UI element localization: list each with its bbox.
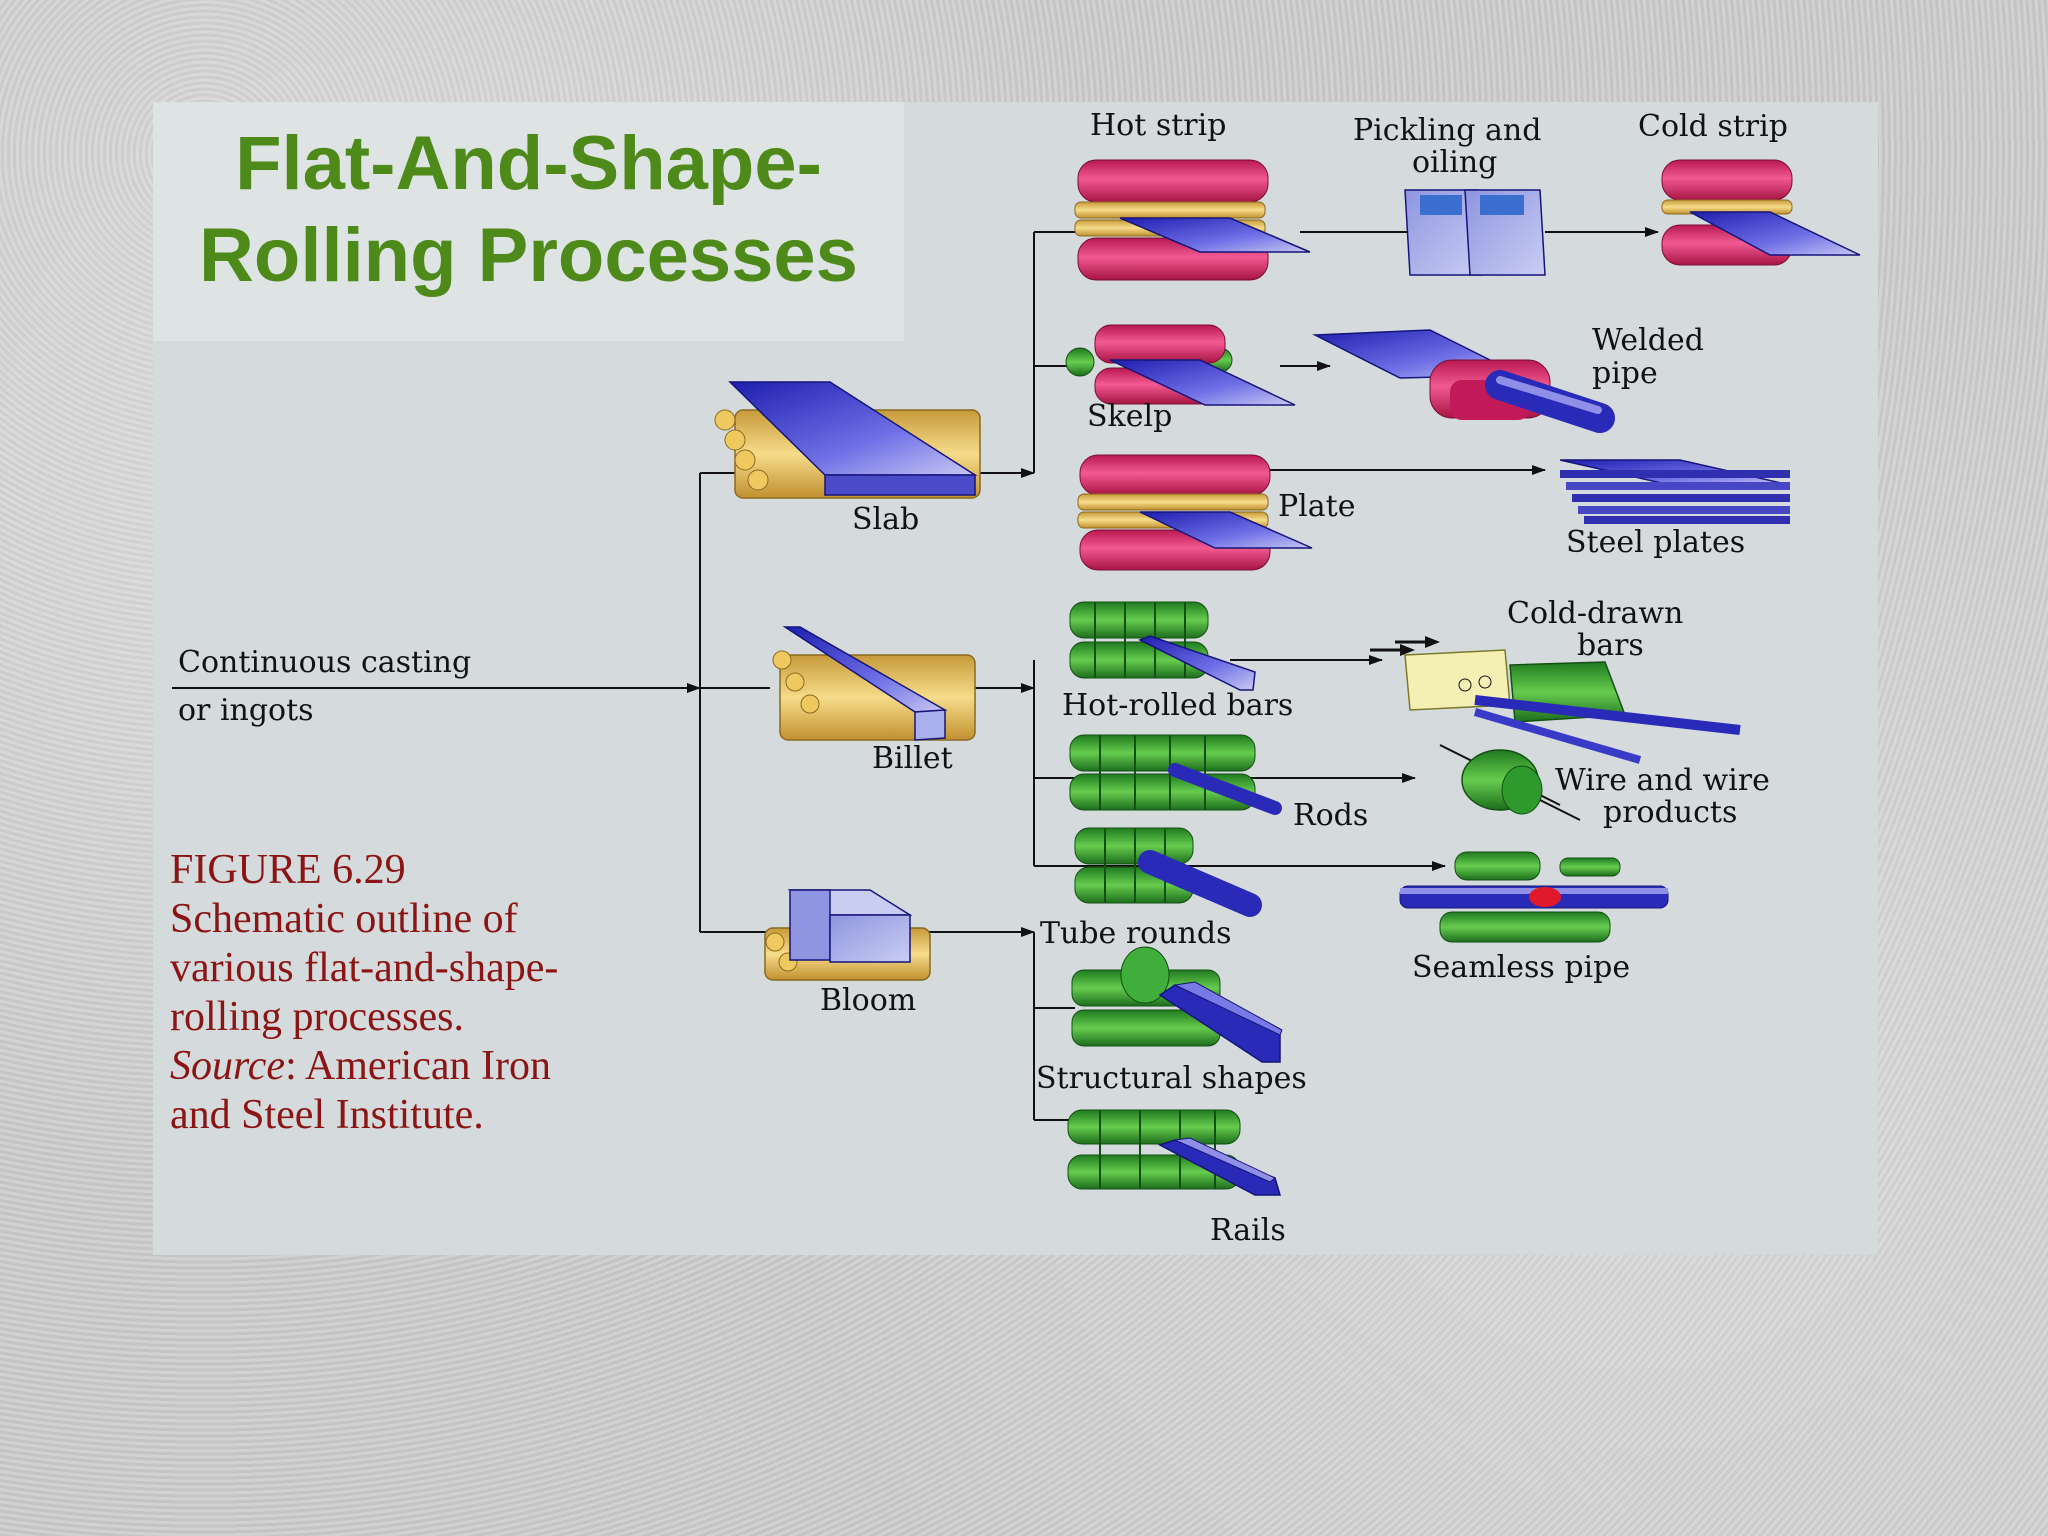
label-cold-strip: Cold strip (1638, 109, 1788, 144)
rails-illustration (1067, 1109, 1282, 1196)
title-line-1: Flat-And-Shape- (235, 121, 822, 206)
bloom-illustration (764, 889, 931, 981)
wire-illustration (1439, 744, 1581, 821)
title-line-2: Rolling Processes (199, 213, 858, 298)
cold-drawn-bars-illustration (1370, 636, 1741, 764)
label-rods: Rods (1293, 798, 1368, 833)
pickling-tanks-illustration (1404, 189, 1546, 276)
plate-mill-illustration (1077, 454, 1313, 571)
label-slab: Slab (852, 502, 919, 537)
skelp-mill-illustration (1065, 324, 1296, 406)
caption-line-5: and Steel Institute. (170, 1092, 484, 1138)
title-box (153, 102, 904, 341)
label-wire-line-2: products (1603, 795, 1737, 830)
caption-source-line: Source: American Iron (170, 1042, 630, 1091)
figure-caption: FIGURE 6.29 Schematic outline of various… (170, 846, 630, 1140)
source-text: : American Iron (285, 1043, 551, 1089)
label-or-ingots: or ingots (178, 693, 314, 728)
label-wire-line-1: Wire and wire (1555, 763, 1770, 798)
label-skelp: Skelp (1087, 399, 1172, 434)
figure-number: FIGURE 6.29 (170, 847, 406, 893)
label-plate: Plate (1278, 489, 1355, 524)
structural-shapes-illustration (1071, 946, 1283, 1063)
label-cold-drawn-line-2: bars (1577, 628, 1644, 663)
source-label: Source (170, 1043, 286, 1089)
caption-line-2: various flat-and-shape- (170, 945, 559, 991)
slab-illustration (714, 381, 981, 499)
label-pickling-line-1: Pickling and (1353, 113, 1541, 148)
rods-illustration (1069, 734, 1282, 815)
steel-plates-illustration (1559, 459, 1791, 524)
label-tube-rounds: Tube rounds (1040, 916, 1231, 951)
welded-pipe-illustration (1312, 329, 1615, 433)
seamless-pipe-illustration (1399, 851, 1669, 943)
caption-line-1: Schematic outline of (170, 896, 518, 942)
label-hot-strip: Hot strip (1090, 108, 1226, 143)
label-rails: Rails (1210, 1213, 1286, 1248)
label-structural-shapes: Structural shapes (1036, 1061, 1307, 1096)
label-bloom: Bloom (820, 983, 916, 1018)
caption-line-3: rolling processes. (170, 994, 464, 1040)
label-cold-drawn-line-1: Cold-drawn (1507, 596, 1683, 631)
label-billet: Billet (872, 741, 953, 776)
label-welded-line-1: Welded (1592, 323, 1704, 358)
billet-illustration (772, 626, 976, 741)
hot-strip-mill-illustration (1074, 159, 1311, 281)
label-welded-line-2: pipe (1592, 356, 1658, 391)
label-seamless-pipe: Seamless pipe (1412, 950, 1630, 985)
label-pickling-line-2: oiling (1412, 145, 1497, 180)
label-hot-rolled-bars: Hot-rolled bars (1062, 688, 1293, 723)
page-title: Flat-And-Shape- Rolling Processes (153, 118, 904, 302)
hot-rolled-bars-illustration (1069, 601, 1256, 691)
cold-strip-mill-illustration (1661, 159, 1861, 266)
label-steel-plates: Steel plates (1566, 525, 1745, 560)
tube-rounds-illustration (1074, 827, 1262, 917)
label-continuous-casting: Continuous casting (178, 645, 471, 680)
